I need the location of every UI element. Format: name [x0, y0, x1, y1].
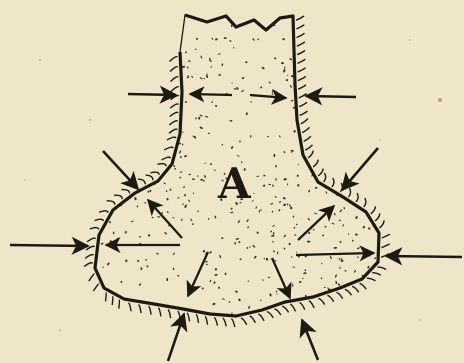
- stipple-dot: [182, 144, 183, 146]
- stipple-dot: [197, 175, 198, 177]
- external-arrow-neck-right: [306, 96, 356, 97]
- hatch-tick: [106, 293, 107, 302]
- hatch-tick: [119, 300, 120, 309]
- internal-arrow-neck-left: [190, 94, 232, 95]
- hatch-tick: [112, 296, 113, 305]
- stipple-dot: [287, 203, 289, 205]
- external-arrow-side-right: [386, 256, 462, 257]
- stipple-dot: [166, 278, 168, 281]
- stipple-dot: [218, 287, 220, 289]
- external-arrow-neck-left: [128, 94, 176, 95]
- region-label-a: A: [217, 159, 252, 208]
- external-arrow-side-left: [10, 245, 88, 246]
- stipple-dot: [339, 267, 340, 270]
